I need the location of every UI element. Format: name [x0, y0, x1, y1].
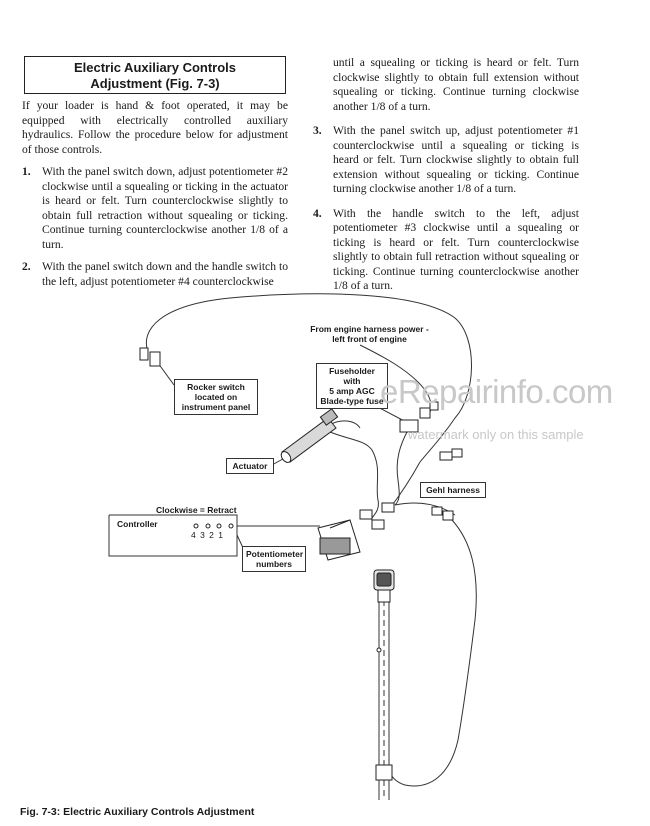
step-number: 1.: [22, 165, 31, 178]
step-number: 4.: [313, 206, 322, 220]
actuator-label: Actuator: [226, 458, 274, 474]
gehl-harness-label: Gehl harness: [420, 482, 486, 498]
step-1: 1. With the panel switch down, adjust po…: [22, 165, 288, 252]
step-text: With the panel switch down, adjust poten…: [42, 165, 288, 251]
joystick-handle: [373, 569, 395, 781]
potentiometer-dots: [193, 523, 234, 529]
step-text: With the panel switch up, adjust potenti…: [333, 124, 579, 195]
fuseholder-part: [399, 401, 439, 433]
engine-power-label: From engine harness power - left front o…: [310, 324, 429, 344]
intro-paragraph: If your loader is hand & foot operated, …: [22, 99, 288, 156]
potentiometer-label: Potentiometer numbers: [242, 546, 306, 572]
fuseholder-label: Fuseholder with 5 amp AGC Blade-type fus…: [316, 363, 388, 409]
controller-outline: [108, 514, 238, 557]
rocker-switch-wire: [145, 293, 472, 463]
potentiometer-number-row: 4 3 2 1: [191, 530, 224, 540]
step-text: With the panel switch down and the handl…: [42, 260, 288, 288]
harness-connectors: [359, 448, 463, 530]
right-column: until a squealing or ticking is heard or…: [313, 56, 579, 294]
step-2-continued: until a squealing or ticking is heard or…: [333, 56, 579, 113]
section-title-line2: Adjustment (Fig. 7-3): [90, 76, 220, 91]
watermark-sub: watermark only on this sample: [408, 427, 584, 442]
step-number: 2.: [22, 260, 31, 273]
controller-label: Controller: [117, 519, 158, 529]
fuse-wire: [394, 429, 409, 506]
clockwise-retract-label: Clockwise = Retract: [156, 505, 237, 515]
rocker-switch-label: Rocker switch located on instrument pane…: [174, 379, 258, 415]
section-title: Electric Auxiliary Controls Adjustment (…: [24, 56, 286, 94]
control-module: [317, 519, 361, 561]
figure-caption: Fig. 7-3: Electric Auxiliary Controls Ad…: [20, 806, 255, 818]
step-text: With the handle switch to the left, adju…: [333, 206, 579, 293]
step-4: 4. With the handle switch to the left, a…: [313, 207, 579, 294]
step-3: 3. With the panel switch up, adjust pote…: [313, 124, 579, 197]
watermark-main: eRepairinfo.com: [380, 373, 613, 410]
actuator-cable: [329, 431, 379, 519]
step-2: 2. With the panel switch down and the ha…: [22, 260, 288, 289]
step-number: 3.: [313, 124, 322, 137]
rocker-switch-connector: [139, 347, 161, 367]
harness-wire: [389, 461, 421, 509]
actuator-cylinder: [280, 408, 339, 463]
handle-wire: [387, 519, 477, 787]
section-title-line1: Electric Auxiliary Controls: [73, 60, 237, 75]
left-column: If your loader is hand & foot operated, …: [22, 99, 288, 289]
leader-rocker: [157, 362, 175, 386]
